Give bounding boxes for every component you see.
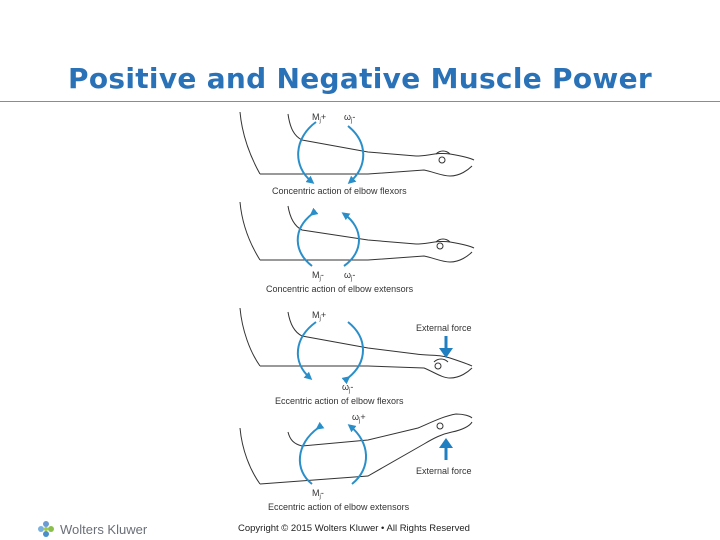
velocity-arrow (347, 125, 365, 184)
forearm-drawing (239, 413, 473, 485)
slide-title: Positive and Negative Muscle Power (68, 62, 652, 95)
copyright-notice: Copyright © 2015 Wolters Kluwer • All Ri… (238, 523, 470, 534)
brand-logo: Wolters Kluwer (36, 519, 147, 539)
panel-concentric-extensors: Mj- ωj- Concentric action of elbow exten… (239, 201, 475, 294)
velocity-arrow (347, 424, 367, 485)
panel-caption: Concentric action of elbow extensors (266, 284, 414, 294)
brand-name: Wolters Kluwer (60, 521, 148, 537)
panel-concentric-flexors: Mj+ ωj- Concentric action of elbow flexo… (239, 111, 475, 196)
external-force-label: External force (416, 466, 472, 476)
moment-label: Mj- (312, 270, 324, 282)
velocity-label: ωj- (344, 270, 355, 282)
panel-caption: Eccentric action of elbow extensors (268, 502, 410, 512)
moment-label: Mj+ (312, 112, 326, 124)
external-force-arrowhead (439, 348, 453, 358)
moment-arrow (296, 321, 317, 380)
panel-eccentric-extensors: ωj+ Mj- External force Eccentric action … (239, 412, 473, 512)
title-divider (0, 101, 720, 102)
brand-logo-icon (38, 521, 54, 537)
muscle-power-figure: Mj+ ωj- Concentric action of elbow flexo… (228, 104, 492, 516)
forearm-drawing (239, 111, 475, 177)
moment-label: Mj+ (312, 310, 326, 322)
velocity-label: ωj+ (352, 412, 366, 424)
moment-arrow (298, 421, 325, 485)
forearm-drawing (239, 201, 475, 263)
moment-arrow (296, 207, 319, 267)
panel-caption: Eccentric action of elbow flexors (275, 396, 404, 406)
velocity-label: ωj- (344, 112, 355, 124)
panel-caption: Concentric action of elbow flexors (272, 186, 407, 196)
moment-label: Mj- (312, 488, 324, 500)
forearm-drawing (239, 307, 473, 379)
velocity-arrow (341, 321, 364, 385)
velocity-arrow (341, 212, 360, 267)
velocity-label: ωj- (342, 382, 353, 394)
external-force-label: External force (416, 323, 472, 333)
moment-arrow (297, 121, 317, 184)
external-force-arrowhead (439, 438, 453, 448)
panel-eccentric-flexors: Mj+ ωj- External force Eccentric action … (239, 307, 473, 406)
